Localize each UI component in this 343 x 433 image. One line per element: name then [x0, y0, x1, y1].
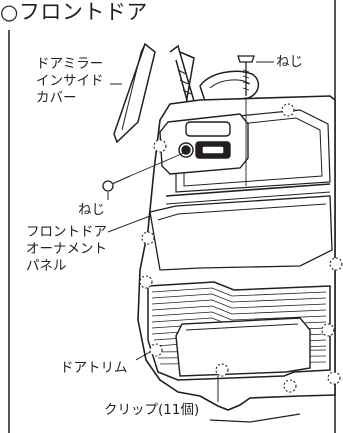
label-screw-top: ねじ: [276, 54, 303, 71]
diagram-title: ○フロントドア: [0, 0, 148, 24]
label-line: ドアミラー: [36, 56, 104, 72]
mirror-inside-cover: [113, 42, 156, 144]
label-line: パネル: [26, 258, 67, 274]
door-handle-area: [159, 113, 249, 175]
clip-marker: [215, 363, 229, 377]
clip-marker: [327, 371, 341, 385]
clip-marker: [149, 343, 163, 357]
door-bottom: [199, 395, 301, 423]
ornament-panel: [149, 195, 333, 271]
clip-markers: [139, 103, 343, 393]
label-screw-left: ねじ: [78, 202, 105, 218]
label-line: フロントドア: [26, 224, 107, 240]
clip-marker: [329, 257, 343, 271]
leader-lines: [107, 61, 274, 402]
screw-top: [237, 55, 255, 186]
label-line: インサイド: [36, 73, 104, 89]
door-frame: [169, 44, 260, 109]
label-front-door-ornament-panel: フロントドア オーナメント パネル: [26, 224, 107, 275]
door-pocket: [147, 281, 331, 381]
label-door-trim: ドアトリム: [60, 360, 128, 376]
label-line: カバー: [36, 90, 77, 106]
clip-marker: [153, 139, 167, 153]
label-clips: クリップ(11個): [104, 402, 200, 418]
clip-marker: [141, 231, 155, 245]
clip-marker: [139, 275, 153, 289]
clip-marker: [281, 103, 295, 117]
label-mirror-inside-cover: ドアミラー インサイド カバー: [36, 56, 104, 107]
clip-marker: [283, 379, 297, 393]
label-line: オーナメント: [26, 241, 107, 257]
clip-marker: [321, 323, 335, 337]
screw-left: [102, 151, 187, 192]
